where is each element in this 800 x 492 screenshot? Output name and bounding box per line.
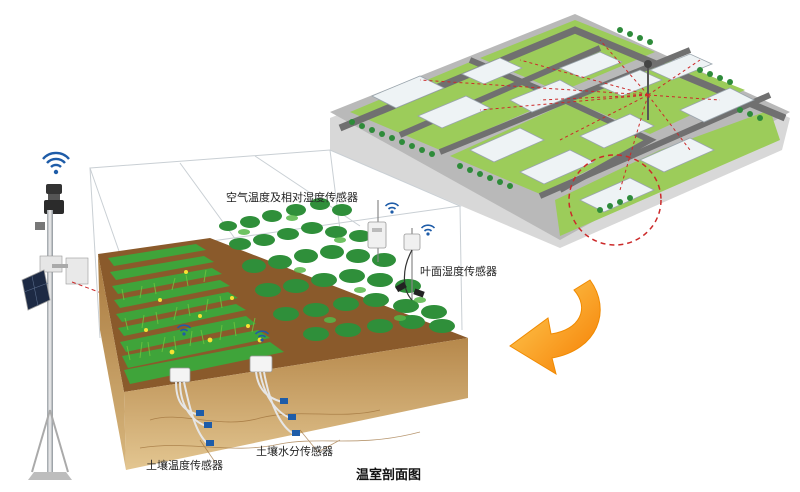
wifi-icon bbox=[384, 202, 400, 214]
highlight-circle bbox=[568, 154, 662, 246]
road bbox=[468, 57, 657, 193]
aerial-greenhouses bbox=[371, 51, 755, 213]
crop-leafy-right bbox=[219, 198, 455, 341]
wifi-icon bbox=[176, 324, 192, 336]
solar-panel-icon bbox=[21, 269, 51, 311]
aerial-trees bbox=[349, 27, 763, 213]
pole bbox=[47, 210, 53, 472]
aerial-park-map bbox=[330, 14, 790, 248]
greenhouse-cross-section bbox=[89, 149, 468, 470]
leaf-sensor-label: 叶面湿度传感器 bbox=[420, 265, 497, 278]
soil-side bbox=[98, 254, 126, 470]
wifi-icon bbox=[254, 330, 270, 342]
weather-station-icon bbox=[21, 151, 121, 480]
flowers bbox=[144, 270, 263, 355]
wifi-icon bbox=[42, 151, 70, 175]
soil-moisture-sensor-device bbox=[249, 330, 300, 436]
grass-plot bbox=[450, 104, 650, 194]
air-sensor-label: 空气温度及相对湿度传感器 bbox=[226, 191, 358, 204]
grass-plot bbox=[570, 58, 745, 134]
central-tower-head bbox=[644, 60, 652, 68]
grass-plot bbox=[480, 20, 655, 92]
leaf-sensor-device bbox=[395, 224, 436, 301]
air-sensor-device bbox=[367, 200, 400, 262]
signal-lines bbox=[419, 39, 721, 191]
soil-front bbox=[124, 338, 468, 470]
soil-moisture-sensor-label: 土壤水分传感器 bbox=[256, 445, 333, 458]
curved-arrow-icon bbox=[509, 279, 601, 376]
diagram-caption: 温室剖面图 bbox=[356, 468, 422, 483]
wifi-icon bbox=[420, 224, 436, 236]
soil-temp-sensor-label: 土壤温度传感器 bbox=[146, 459, 223, 472]
soil-temp-sensor-device bbox=[169, 324, 214, 446]
greenhouse-frame bbox=[89, 149, 463, 371]
